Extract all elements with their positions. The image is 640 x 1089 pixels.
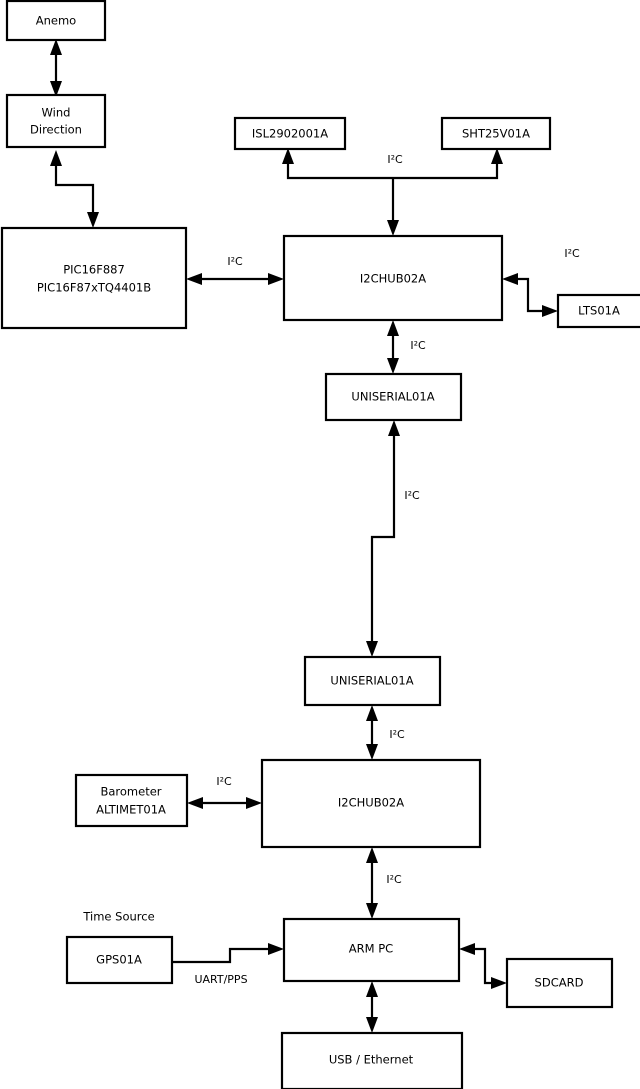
node-pic[interactable]: PIC16F887 PIC16F87xTQ4401B <box>0 226 188 330</box>
node-lts01a[interactable]: LTS01A <box>556 293 640 329</box>
node-arm-pc[interactable]: ARM PC <box>282 917 461 983</box>
edge-label-i2c-hub2-arm: I²C <box>386 873 402 886</box>
edge-label-uart-pps: UART/PPS <box>194 973 247 986</box>
node-sdcard[interactable]: SDCARD <box>505 957 614 1009</box>
connector-anemo-wind <box>50 39 62 97</box>
node-i2chub02a-bottom-label: I2CHUB02A <box>338 796 404 810</box>
edge-label-i2c-top-bus: I²C <box>387 153 403 166</box>
connector-hub-top-uniserial-up <box>387 320 399 374</box>
node-usb-ethernet[interactable]: USB / Ethernet <box>280 1031 464 1089</box>
connector-pic-hub-top <box>186 273 284 285</box>
node-uniserial01a-upper[interactable]: UNISERIAL01A <box>324 372 463 422</box>
node-pic-label-line1: PIC16F887 <box>63 263 125 277</box>
node-sdcard-label: SDCARD <box>535 976 584 990</box>
node-usb-ethernet-label: USB / Ethernet <box>329 1053 414 1067</box>
node-uniserial01a-upper-label: UNISERIAL01A <box>351 390 434 404</box>
node-pic-label-line2: PIC16F87xTQ4401B <box>37 281 151 295</box>
node-anemo[interactable]: Anemo <box>5 0 107 42</box>
node-gps01a-label: GPS01A <box>96 953 142 967</box>
connector-hub-bot-armpc <box>366 847 378 919</box>
connector-uniserial-link <box>366 420 400 657</box>
edge-label-i2c-uniserial-hub2: I²C <box>389 728 405 741</box>
node-isl2902001a[interactable]: ISL2902001A <box>233 116 347 151</box>
node-lts01a-label: LTS01A <box>578 304 620 318</box>
edge-label-i2c-barometer-hub2: I²C <box>216 775 232 788</box>
node-uniserial01a-lower[interactable]: UNISERIAL01A <box>303 655 442 707</box>
connector-armpc-usbeth <box>366 981 378 1033</box>
connector-uniserial-dn-hub-bot <box>366 705 378 760</box>
connector-barometer-hub-bot <box>187 797 262 809</box>
connector-armpc-sdcard <box>459 943 507 989</box>
edge-label-i2c-uniserial-link: I²C <box>404 489 420 502</box>
node-i2chub02a-bottom[interactable]: I2CHUB02A <box>260 758 482 849</box>
node-anemo-label: Anemo <box>36 14 76 28</box>
edge-label-i2c-hub-lts: I²C <box>564 247 580 260</box>
node-barometer-label-line1: Barometer <box>100 785 161 799</box>
connector-gps-armpc <box>172 943 284 964</box>
node-uniserial01a-lower-label: UNISERIAL01A <box>330 674 413 688</box>
node-wind-direction[interactable]: Wind Direction <box>5 93 107 149</box>
label-time-source: Time Source <box>82 910 154 924</box>
node-barometer[interactable]: Barometer ALTIMET01A <box>74 773 189 828</box>
connector-hub-top-sensors <box>282 148 503 236</box>
edge-label-i2c-hub-uniserial: I²C <box>410 339 426 352</box>
node-barometer-label-line2: ALTIMET01A <box>96 803 166 817</box>
node-wind-direction-label-line1: Wind <box>42 106 71 120</box>
node-isl2902001a-label: ISL2902001A <box>252 127 328 141</box>
node-wind-direction-label-line2: Direction <box>30 123 82 137</box>
node-i2chub02a-top-label: I2CHUB02A <box>360 272 426 286</box>
node-gps01a[interactable]: GPS01A <box>65 935 174 985</box>
connector-pic-wind <box>50 150 99 228</box>
node-sht25v01a[interactable]: SHT25V01A <box>440 116 552 151</box>
edge-label-i2c-pic-hub: I²C <box>227 255 243 268</box>
node-i2chub02a-top[interactable]: I2CHUB02A <box>282 234 504 322</box>
node-sht25v01a-label: SHT25V01A <box>462 127 530 141</box>
connector-hub-top-lts <box>502 273 558 317</box>
node-arm-pc-label: ARM PC <box>349 942 393 956</box>
